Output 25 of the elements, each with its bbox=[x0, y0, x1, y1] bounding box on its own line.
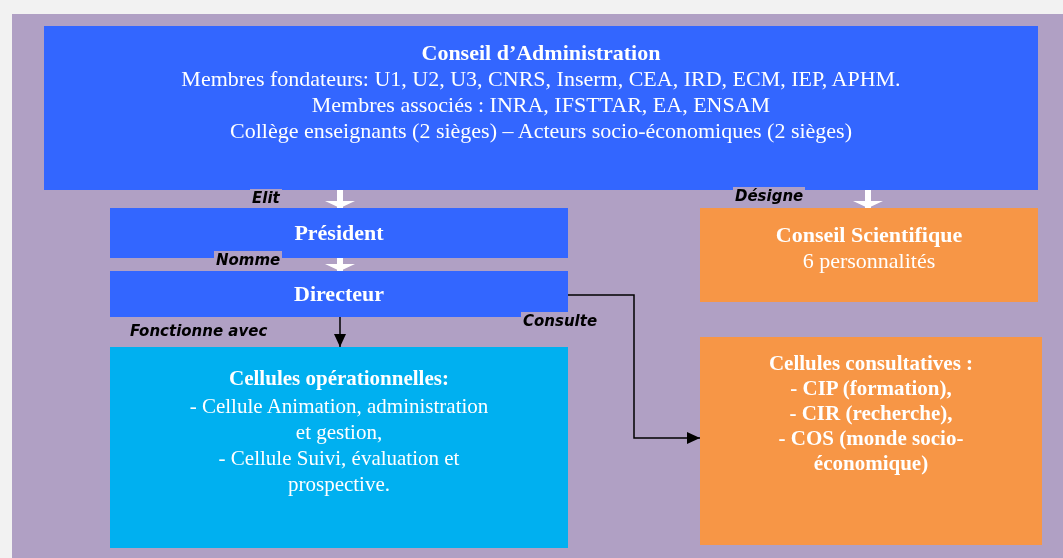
edge-label: Désigne bbox=[733, 187, 806, 205]
node-title: Président bbox=[294, 220, 384, 245]
node-text: Membres associés : INRA, IFSTTAR, EA, ENSAM bbox=[310, 92, 772, 118]
list-item: - CIR (recherche), bbox=[788, 401, 954, 426]
node-title: Conseil d’Administration bbox=[420, 40, 662, 66]
org-box bbox=[110, 347, 568, 548]
org-box bbox=[700, 208, 1038, 302]
org-box bbox=[700, 337, 1042, 545]
node-text: 6 personnalités bbox=[801, 248, 937, 274]
node-text: Collège enseignants (2 sièges) – Acteurs socio-économiques (2 sièges) bbox=[229, 118, 853, 144]
list-item: - Cellule Suivi, évaluation et prospective. bbox=[217, 445, 461, 497]
block-arrow bbox=[325, 258, 355, 271]
arrow bbox=[334, 316, 346, 348]
list-item: - CIP (formation), bbox=[789, 376, 953, 401]
node-text: Membres fondateurs: U1, U2, U3, CNRS, Inserm, CEA, IRD, ECM, IEP, APHM. bbox=[180, 66, 902, 92]
block-arrow bbox=[325, 190, 355, 208]
node-title: Directeur bbox=[294, 281, 384, 306]
list-item: - COS (monde socio-économique) bbox=[777, 426, 965, 476]
node-title: Cellules consultatives : bbox=[767, 351, 975, 376]
org-box bbox=[44, 26, 1038, 190]
node-title: Cellules opérationnelles: bbox=[228, 365, 450, 391]
block-arrow bbox=[853, 190, 883, 208]
node-title: Conseil Scientifique bbox=[774, 222, 964, 248]
arrow bbox=[567, 294, 701, 444]
list-item: - Cellule Animation, administration et gestion, bbox=[188, 393, 490, 445]
